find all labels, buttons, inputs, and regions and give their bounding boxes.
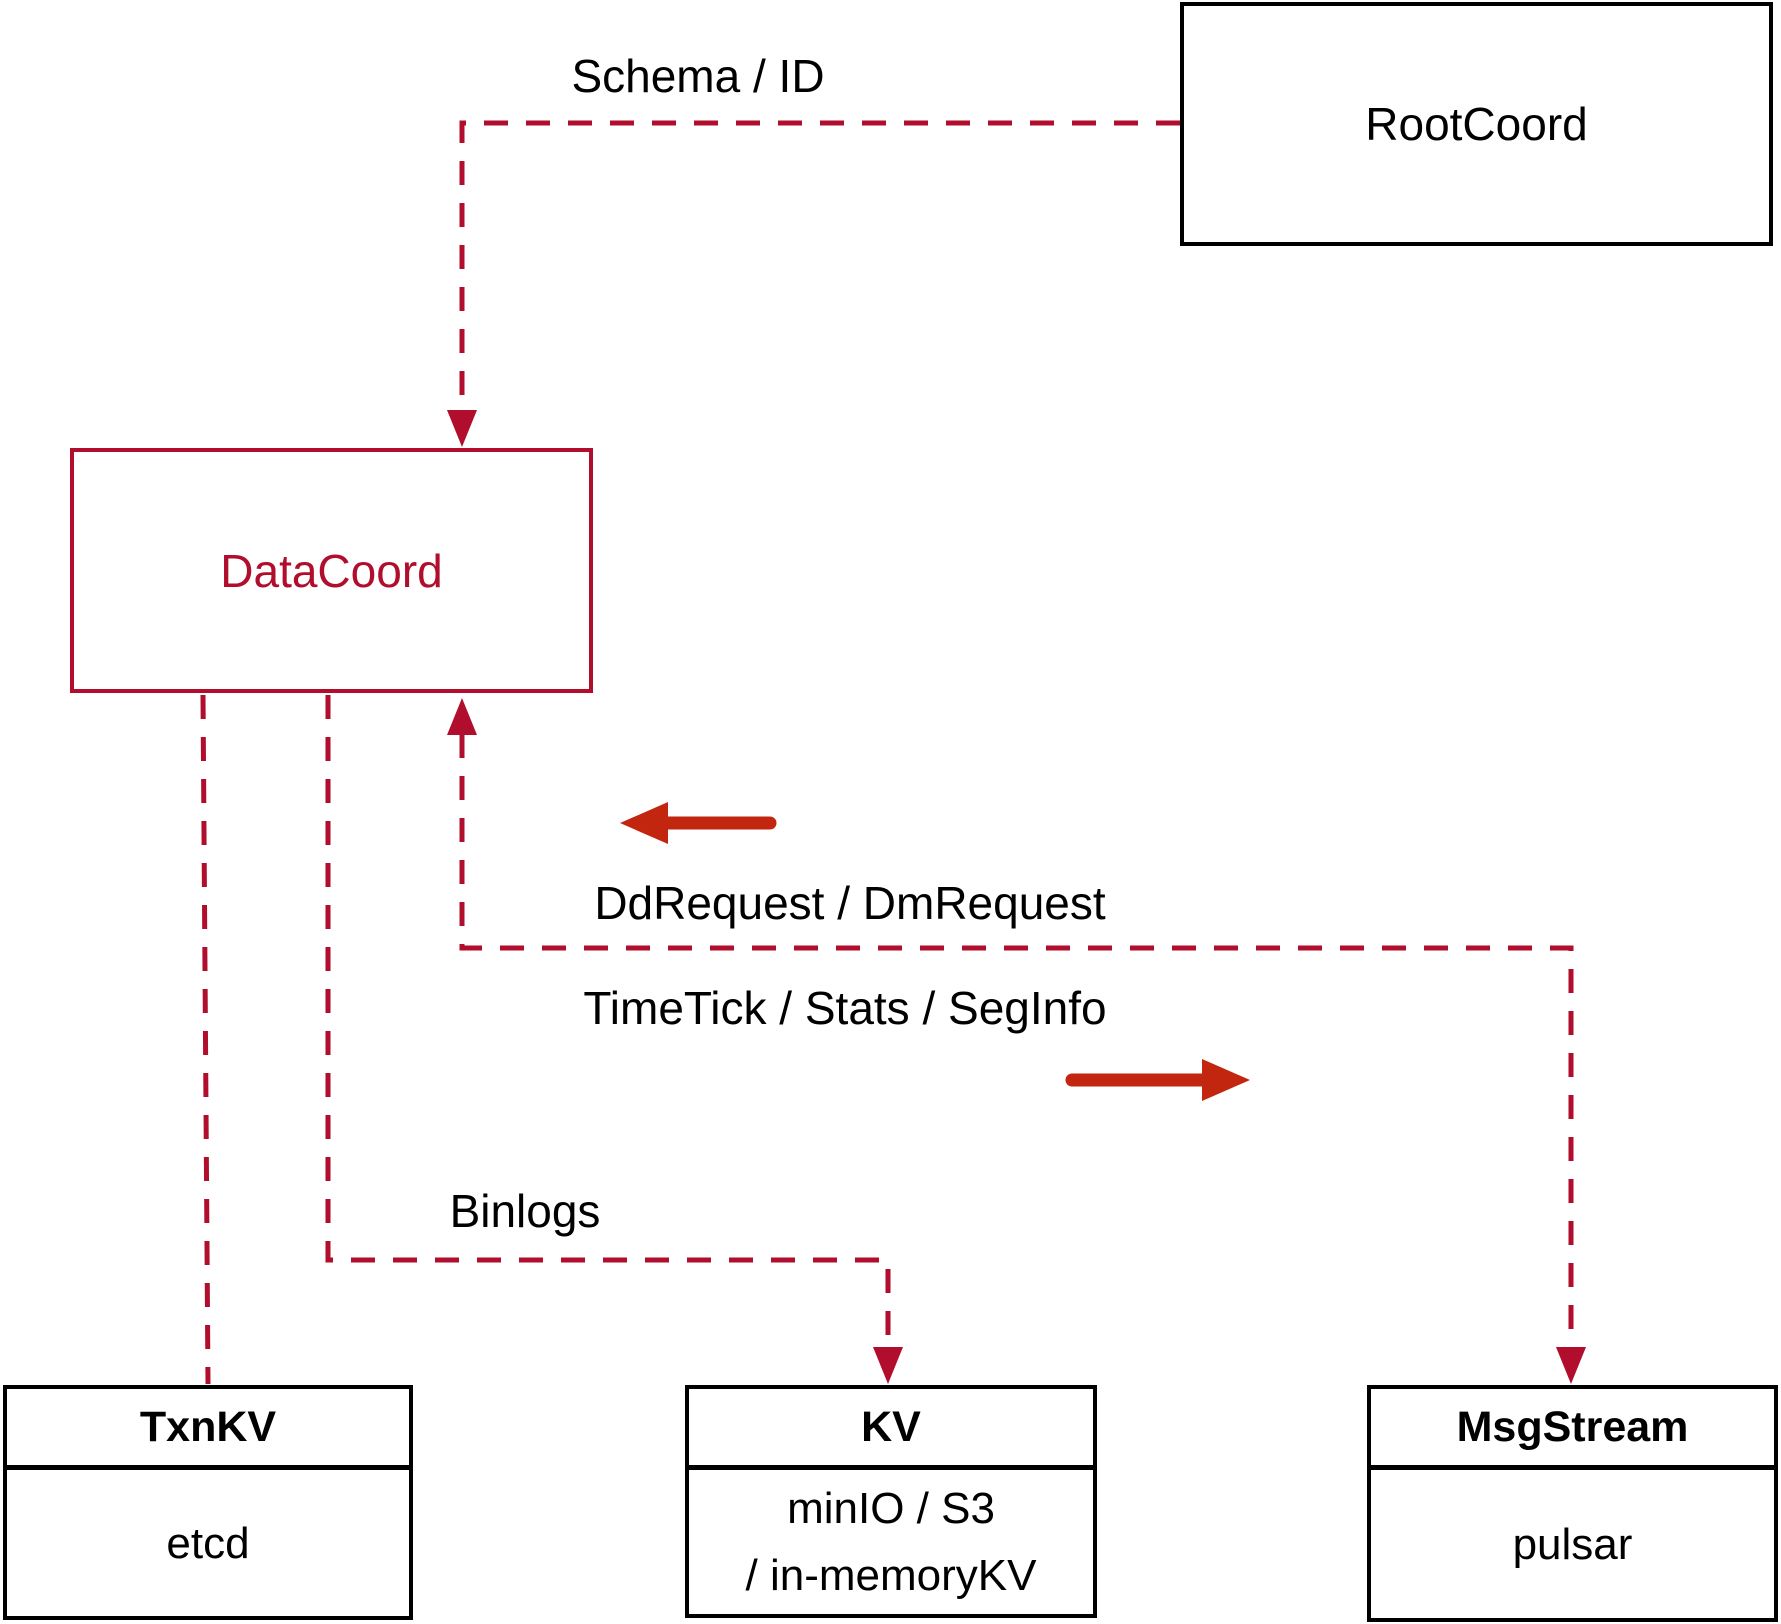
edge-datacoord-msgstream-line — [459, 734, 1574, 1349]
node-kv-header: KV — [689, 1389, 1093, 1470]
node-rootcoord-label: RootCoord — [1365, 98, 1588, 150]
arrow-toward-datacoord — [620, 802, 777, 844]
node-kv-body-line2: / in-memoryKV — [745, 1551, 1037, 1600]
arrow-toward-msgstream — [1065, 1059, 1250, 1101]
node-txnkv-body: etcd — [166, 1518, 250, 1568]
node-msgstream: MsgStream pulsar — [1367, 1385, 1778, 1622]
edge-binlogs-arrowhead — [873, 1347, 903, 1384]
edge-msgstream-arrowhead-down — [1556, 1347, 1586, 1384]
edge-schema-id — [447, 120, 1180, 447]
edge-binlogs — [325, 695, 903, 1384]
edge-schema-id-line — [459, 120, 1180, 412]
node-txnkv: TxnKV etcd — [3, 1385, 413, 1620]
edge-datacoord-txnkv — [200, 694, 211, 1385]
arrow-toward-msgstream-head — [1202, 1059, 1250, 1101]
node-kv: KV minIO / S3 / in-memoryKV — [685, 1385, 1097, 1618]
node-txnkv-header: TxnKV — [7, 1389, 409, 1470]
arrow-toward-datacoord-head — [620, 802, 668, 844]
edge-label-schema-id: Schema / ID — [571, 50, 825, 102]
node-rootcoord: RootCoord — [1180, 2, 1773, 246]
node-datacoord-label: DataCoord — [220, 544, 443, 597]
node-msgstream-body: pulsar — [1512, 1519, 1633, 1569]
edge-binlogs-line — [325, 695, 891, 1349]
node-msgstream-header: MsgStream — [1371, 1389, 1774, 1470]
edge-label-timetick: TimeTick / Stats / SegInfo — [583, 982, 1107, 1034]
edge-label-binlogs: Binlogs — [449, 1185, 601, 1237]
edge-label-ddrequest: DdRequest / DmRequest — [594, 877, 1106, 929]
edge-datacoord-msgstream — [447, 698, 1586, 1384]
edge-datacoord-arrowhead-up — [447, 698, 477, 735]
node-kv-body-line1: minIO / S3 — [787, 1484, 995, 1533]
edge-schema-id-arrowhead — [447, 410, 477, 447]
edge-datacoord-txnkv-line — [200, 694, 211, 1385]
node-datacoord: DataCoord — [70, 448, 593, 693]
